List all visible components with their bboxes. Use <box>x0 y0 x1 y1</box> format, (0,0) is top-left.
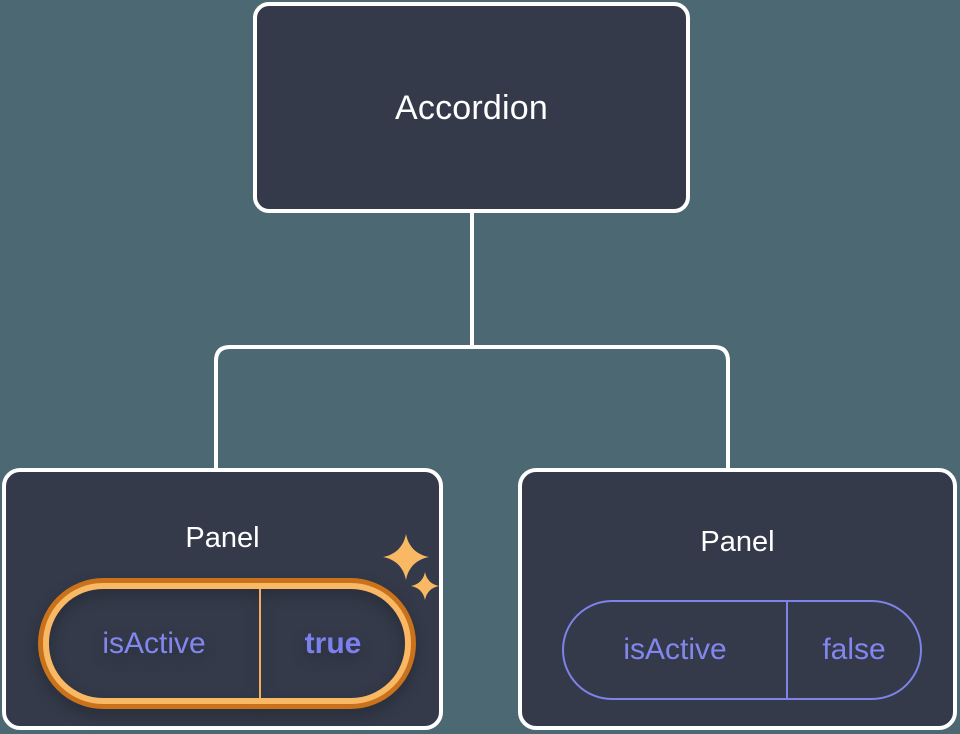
prop-value-label: false <box>822 633 886 666</box>
node-panel-inactive[interactable]: Panel isActive false <box>518 468 957 730</box>
prop-pill-outer-ring <box>38 578 416 709</box>
prop-key-label: isActive <box>49 589 261 698</box>
node-accordion[interactable]: Accordion <box>253 2 690 213</box>
prop-pill-inner-ring: isActive true <box>43 583 411 704</box>
node-panel-inactive-title: Panel <box>700 526 775 558</box>
node-panel-active[interactable]: Panel isActive true <box>2 468 443 730</box>
prop-value-label: true <box>304 626 362 660</box>
edge-bus-to-children <box>214 345 730 468</box>
node-accordion-title: Accordion <box>395 88 548 127</box>
node-panel-active-title: Panel <box>185 522 260 554</box>
prop-key-label: isActive <box>564 602 788 698</box>
prop-pill-isactive-true[interactable]: isActive true <box>38 578 416 709</box>
prop-pill-isactive-false[interactable]: isActive false <box>562 600 922 700</box>
